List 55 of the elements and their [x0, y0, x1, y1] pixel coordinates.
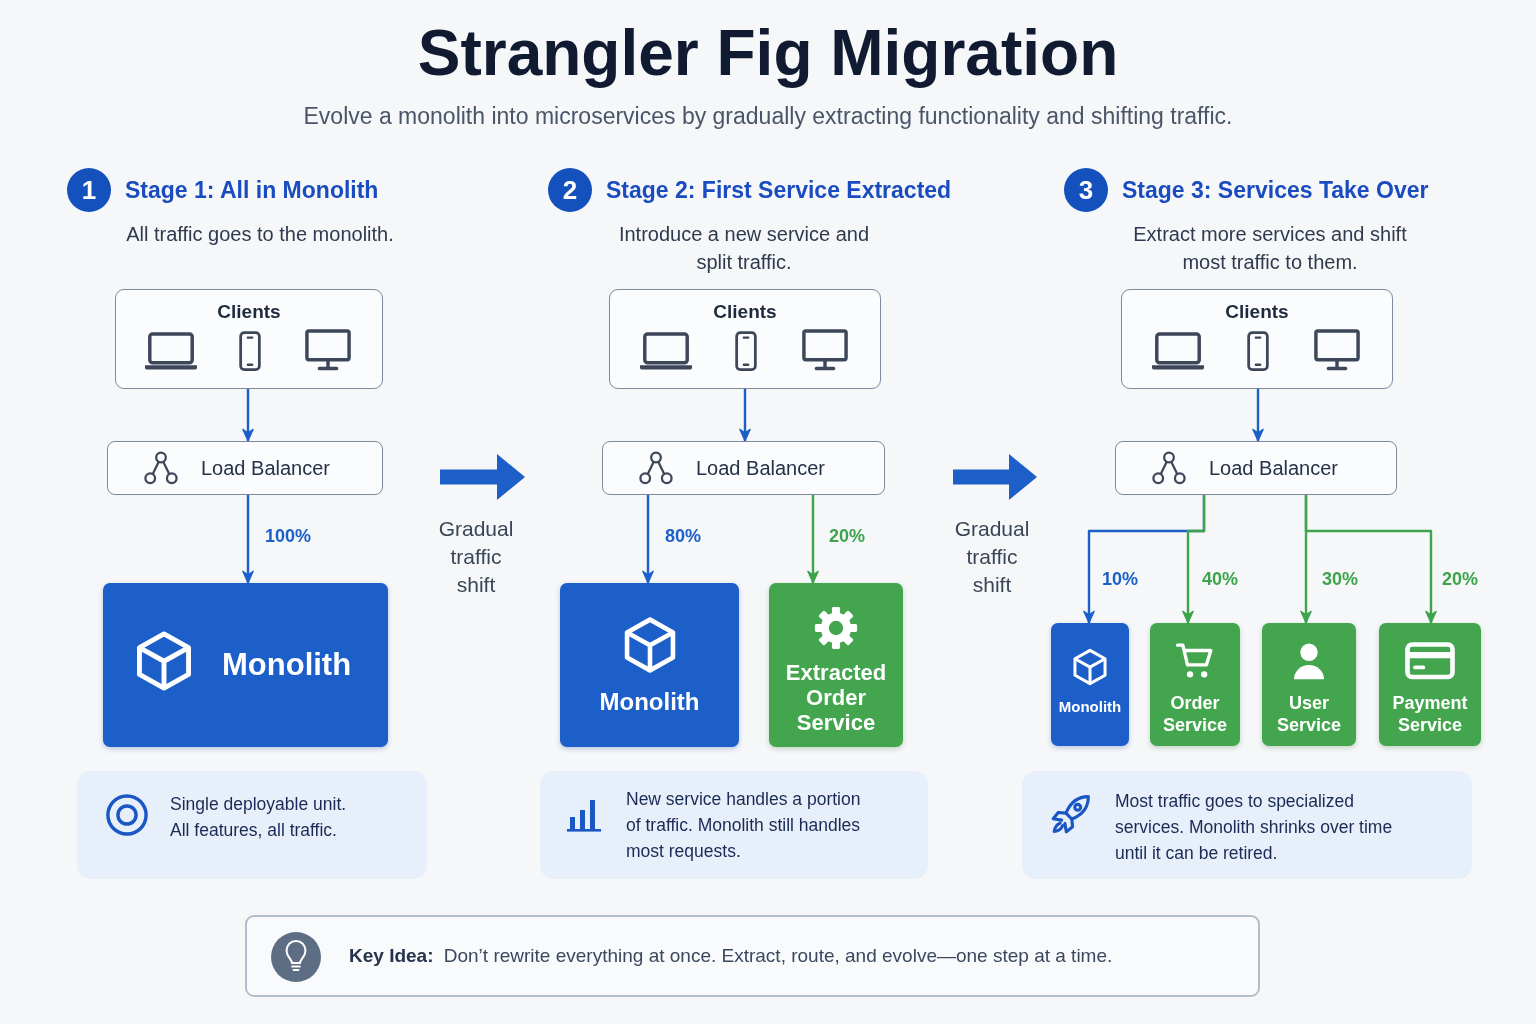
monolith-block: [560, 583, 739, 747]
monolith-block: [1051, 623, 1129, 746]
service-name: Extracted Order Service: [784, 660, 888, 735]
key-idea-panel: [245, 915, 1260, 997]
service-block: [769, 583, 903, 747]
load-balancer-panel: [602, 441, 885, 495]
arrow: [739, 389, 751, 442]
note-text: Most traffic goes to specialized services. Monolith shrinks over time until it can be retired.: [1115, 790, 1394, 865]
component-label: Load Balancer: [201, 456, 330, 480]
stage-heading: Stage 3: Services Take Over: [1122, 176, 1429, 205]
arrow: [242, 495, 254, 584]
group-title: Clients: [713, 300, 777, 324]
service-name: Monolith: [1058, 697, 1122, 717]
arrow: [242, 389, 254, 442]
transition-label: Gradual traffic shift: [953, 516, 1031, 598]
load-balancer-panel: [1115, 441, 1397, 495]
arrow: [1252, 389, 1264, 442]
stage-heading: Stage 2: First Service Extracted: [606, 176, 952, 205]
diagram-title: Strangler Fig Migration: [417, 16, 1119, 91]
monolith-block: [103, 583, 388, 747]
arrow: [807, 495, 819, 584]
group-title: Clients: [1225, 300, 1289, 324]
transition-label: Gradual traffic shift: [437, 516, 515, 598]
service-name: Monolith: [599, 687, 700, 717]
stage-description: All traffic goes to the monolith.: [126, 222, 394, 247]
note-card: [540, 771, 928, 879]
note-text: New service handles a portion of traffic. Monolith still handles most requests.: [626, 788, 862, 863]
key-idea-text: Key Idea: Don’t rewrite everything at once. Extract, route, and evolve—one step at a time.: [349, 944, 1113, 968]
stage-description: Introduce a new service and split traffic.: [617, 222, 871, 275]
note-text: Single deployable unit. All features, all traffic.: [170, 793, 348, 842]
load-balancer-panel: [107, 441, 383, 495]
step-badge: 3: [1064, 168, 1108, 212]
service-name: User Service: [1275, 692, 1343, 736]
service-block: [1379, 623, 1481, 746]
group-title: Clients: [217, 300, 281, 324]
component-label: Load Balancer: [696, 456, 825, 480]
arrow: [1182, 495, 1206, 624]
client-group-panel: [115, 289, 383, 389]
service-name: Payment Service: [1391, 692, 1469, 736]
step-badge: 2: [548, 168, 592, 212]
client-group-panel: [609, 289, 881, 389]
note-card: [1022, 771, 1472, 879]
client-group-panel: [1121, 289, 1393, 389]
stage-heading: Stage 1: All in Monolith: [125, 176, 379, 205]
arrow: [642, 495, 654, 584]
service-block: [1150, 623, 1240, 746]
arrow: [1304, 495, 1437, 624]
component-label: Load Balancer: [1209, 456, 1338, 480]
step-badge: 1: [67, 168, 111, 212]
service-block: [1262, 623, 1356, 746]
note-card: [77, 771, 427, 879]
subtitle: Evolve a monolith into microservices by gradually extracting functionality and shifting traffic.: [303, 102, 1233, 130]
service-name: Monolith: [222, 647, 352, 683]
service-name: Order Service: [1161, 692, 1229, 736]
stage-description: Extract more services and shift most traffic to them.: [1132, 222, 1408, 275]
